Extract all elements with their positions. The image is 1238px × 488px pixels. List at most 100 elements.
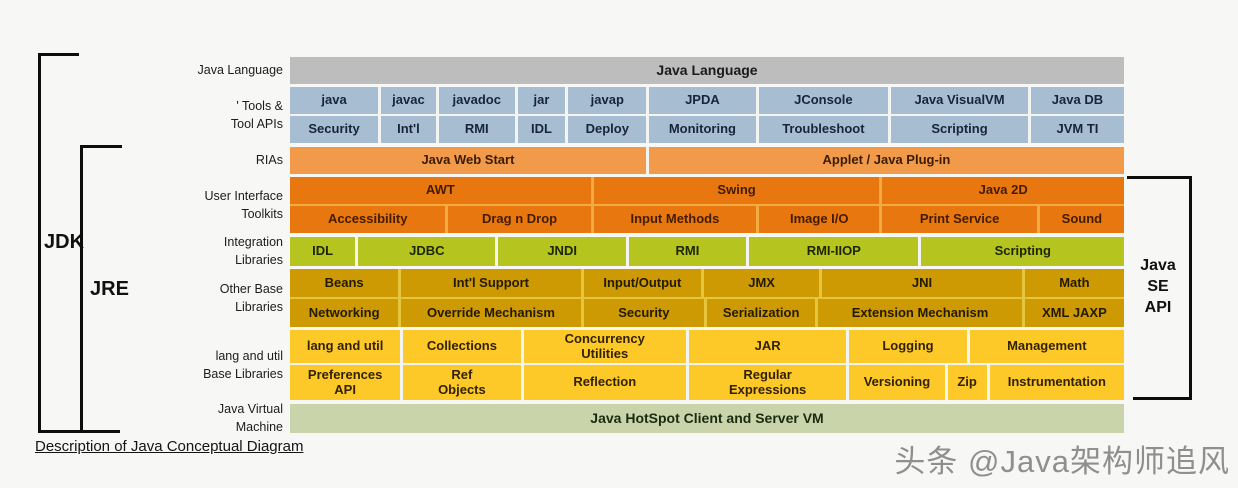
cell-jdbc: JDBC	[358, 237, 496, 266]
cell-javap: javap	[568, 87, 647, 114]
band-row: Java Language	[290, 57, 1124, 84]
side-label-integration-libraries: Integration Libraries	[223, 234, 283, 267]
cell-jar: JAR	[688, 330, 847, 363]
cell-ref-objects: Ref Objects	[403, 365, 521, 400]
cell-javadoc: javadoc	[438, 87, 515, 114]
cell-java-hotspot-client-and-server-vm: Java HotSpot Client and Server VM	[290, 404, 1124, 433]
jdk-bracket-bottom-arm	[38, 430, 86, 433]
cell-logging: Logging	[849, 330, 967, 363]
cell-networking: Networking	[290, 299, 399, 327]
cell-sound: Sound	[1039, 206, 1124, 233]
cell-applet-java-plug-in: Applet / Java Plug-in	[648, 147, 1124, 174]
cell-image-i-o: Image I/O	[759, 206, 880, 233]
cell-java-db: Java DB	[1030, 87, 1125, 114]
cell-swing: Swing	[593, 177, 880, 204]
cell-jmx: JMX	[703, 269, 820, 297]
cell-management: Management	[969, 330, 1124, 363]
cell-instrumentation: Instrumentation	[989, 365, 1124, 400]
jre-bracket-bottom-arm	[80, 430, 120, 433]
band-java-language: Java Language	[290, 57, 1124, 84]
cell-input-output: Input/Output	[583, 269, 701, 297]
side-label-other-base-libraries: Other Base Libraries	[219, 281, 283, 314]
cell-security: Security	[290, 116, 379, 143]
cell-preferences-api: Preferences API	[290, 365, 401, 400]
cell-jpda: JPDA	[649, 87, 756, 114]
cell-jconsole: JConsole	[758, 87, 889, 114]
cell-reflection: Reflection	[523, 365, 686, 400]
description-link[interactable]: Description of Java Conceptual Diagram	[35, 438, 304, 455]
cell-java-visualvm: Java VisualVM	[891, 87, 1028, 114]
side-label-java-virtual-machine: Java Virtual Machine	[217, 401, 283, 434]
cell-lang-and-util: lang and util	[290, 330, 401, 363]
cell-java-language: Java Language	[290, 57, 1124, 84]
cell-jvm-ti: JVM TI	[1030, 116, 1125, 143]
jre-bracket-vertical	[80, 145, 83, 433]
side-label-ui-toolkits: User Interface Toolkits	[204, 188, 283, 221]
cell-math: Math	[1024, 269, 1124, 297]
cell-rmi-iiop: RMI-IIOP	[749, 237, 919, 266]
cell-jndi: JNDI	[498, 237, 626, 266]
watermark-text: 头条 @Java架构师追风	[894, 444, 1230, 479]
se-api-bracket-top-arm	[1127, 176, 1192, 179]
cell-regular-expressions: Regular Expressions	[688, 365, 847, 400]
cell-security: Security	[583, 299, 704, 327]
cell-deploy: Deploy	[568, 116, 647, 143]
cell-drag-n-drop: Drag n Drop	[448, 206, 591, 233]
cell-java: java	[290, 87, 379, 114]
jdk-label: JDK	[44, 231, 85, 253]
cell-concurrency-utilities: Concurrency Utilities	[523, 330, 686, 363]
cell-input-methods: Input Methods	[593, 206, 757, 233]
cell-monitoring: Monitoring	[649, 116, 756, 143]
se-api-bracket-bottom-arm	[1133, 397, 1192, 400]
cell-extension-mechanism: Extension Mechanism	[818, 299, 1022, 327]
cell-jar: jar	[517, 87, 566, 114]
jdk-bracket-top-arm	[38, 53, 79, 56]
jdk-bracket-vertical	[38, 53, 41, 433]
cell-int-l: Int'l	[381, 116, 436, 143]
cell-print-service: Print Service	[882, 206, 1037, 233]
cell-versioning: Versioning	[849, 365, 945, 400]
cell-collections: Collections	[403, 330, 521, 363]
cell-scripting: Scripting	[891, 116, 1028, 143]
cell-beans: Beans	[290, 269, 399, 297]
cell-idl: IDL	[290, 237, 356, 266]
band-row: Java HotSpot Client and Server VM	[290, 404, 1124, 433]
jre-label: JRE	[90, 278, 129, 300]
cell-java-web-start: Java Web Start	[290, 147, 646, 174]
side-label-rias: RIAs	[255, 152, 283, 167]
se-api-bracket-vertical	[1189, 176, 1192, 400]
cell-awt: AWT	[290, 177, 591, 204]
java-se-api-label: Java SE API	[1140, 257, 1176, 316]
cell-xml-jaxp: XML JAXP	[1024, 299, 1125, 327]
cell-rmi: RMI	[438, 116, 515, 143]
cell-troubleshoot: Troubleshoot	[758, 116, 889, 143]
side-label-lang-util-base-libraries: lang and util Base Libraries	[203, 348, 283, 381]
cell-scripting: Scripting	[921, 237, 1124, 266]
band-java-virtual-machine: Java HotSpot Client and Server VM	[290, 404, 1124, 433]
cell-javac: javac	[381, 87, 436, 114]
cell-jni: JNI	[822, 269, 1022, 297]
cell-idl: IDL	[517, 116, 566, 143]
cell-override-mechanism: Override Mechanism	[401, 299, 581, 327]
cell-serialization: Serialization	[707, 299, 816, 327]
cell-accessibility: Accessibility	[290, 206, 446, 233]
cell-int-l-support: Int'l Support	[401, 269, 581, 297]
side-label-tools-apis: ' Tools & Tool APIs	[230, 98, 283, 131]
